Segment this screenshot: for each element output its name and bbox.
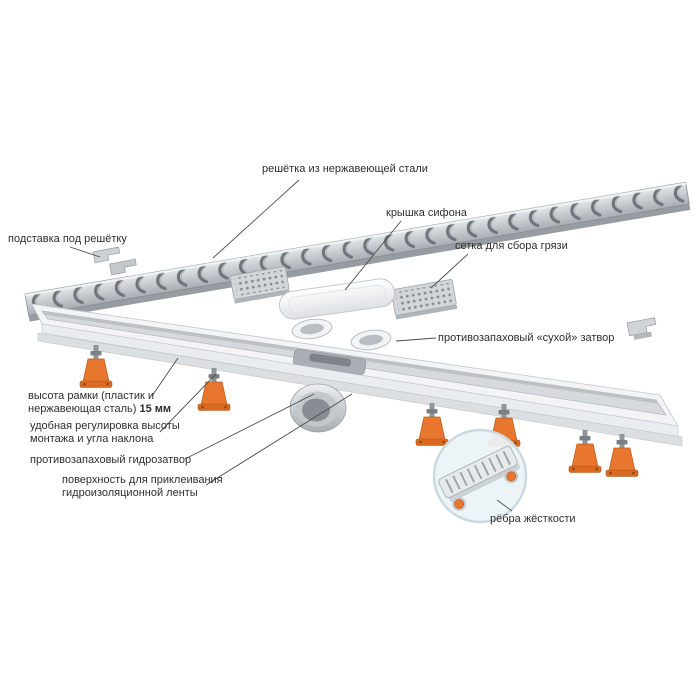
grate-stand-bracket-right — [626, 317, 657, 340]
dry-trap-seal-ring — [291, 318, 333, 340]
adjustable-foot — [415, 402, 449, 446]
hydro-trap-pipe — [289, 383, 347, 433]
grate-stand-bracket — [92, 246, 137, 276]
label-dry-trap: противозапаховый «сухой» затвор — [438, 332, 615, 344]
channel-tape-flange — [37, 332, 683, 447]
label-height-adjustment: удобная регулировка высоты монтажа и угл… — [30, 420, 180, 445]
leader-height-adjustment — [159, 373, 217, 433]
grate-wave-pattern — [29, 184, 686, 314]
label-dirt-mesh: сетка для сбора грязи — [455, 240, 568, 252]
adjustable-foot — [197, 367, 231, 411]
orange-screw — [454, 499, 465, 509]
leader-frame-height — [151, 357, 179, 397]
adjustable-foot — [605, 433, 639, 477]
grate-top-highlight — [25, 182, 687, 297]
leader-dirt-mesh — [430, 253, 469, 289]
label-tape-surface: поверхность для приклеивания гидроизоляц… — [62, 474, 223, 499]
drain-channel — [31, 303, 683, 447]
dry-trap-seals — [291, 318, 392, 351]
orange-screw — [506, 471, 517, 482]
label-frame-height-text: высота рамки (пластик и нержавеющая стал… — [28, 390, 155, 415]
label-grate-stand: подставка под решётку — [8, 233, 127, 245]
rib-lines — [445, 450, 511, 494]
label-stiffening-ribs: рёбра жёсткости — [490, 513, 576, 525]
label-grate: решётка из нержавеющей стали — [262, 163, 428, 175]
channel-drain-slot-hole — [309, 353, 352, 367]
label-hydro-trap: противозапаховый гидрозатвор — [30, 454, 192, 466]
label-siphon-cover: крышка сифона — [386, 207, 467, 219]
label-frame-height-bold: 15 мм — [139, 403, 172, 415]
ribs-zoom-detail — [432, 428, 528, 524]
leader-tape-surface — [205, 393, 353, 486]
leader-grate — [212, 179, 300, 259]
leader-hydro-trap — [184, 393, 315, 460]
leader-ribs — [496, 499, 513, 512]
leader-lines — [69, 179, 513, 512]
steel-grate — [24, 181, 691, 322]
leader-dry-trap — [395, 337, 437, 342]
adjustable-foot — [568, 429, 602, 473]
grate-front-edge — [28, 203, 691, 322]
dirt-mesh-plate-left — [229, 266, 291, 304]
label-frame-height: высота рамки (пластик и нержавеющая стал… — [28, 390, 186, 416]
leader-siphon-cover — [344, 220, 402, 291]
leader-grate-stand — [69, 246, 101, 258]
dirt-mesh-plate-right — [390, 279, 458, 320]
siphon-cover — [278, 278, 396, 320]
dry-trap-seal-ring — [350, 329, 392, 351]
